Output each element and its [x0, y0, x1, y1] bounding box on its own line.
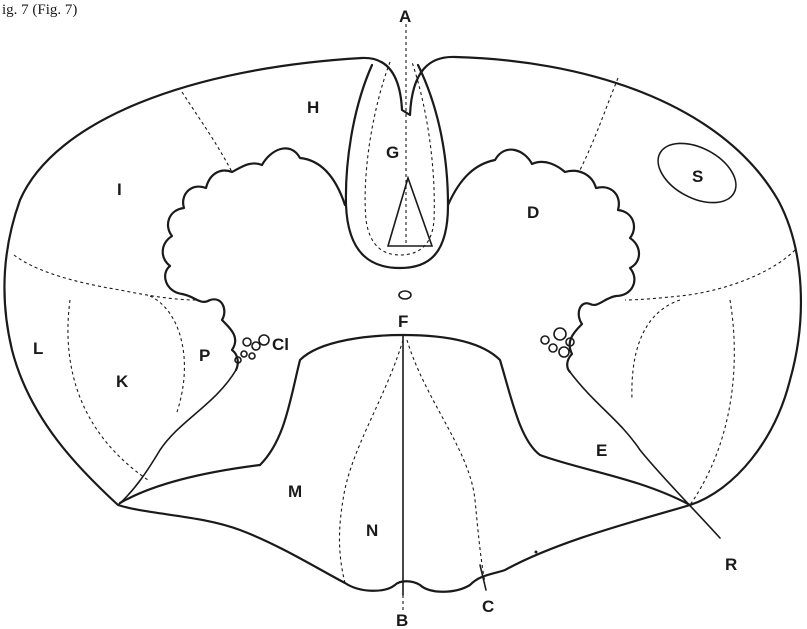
label-m: M	[288, 482, 302, 501]
lateral-curve-right	[570, 372, 720, 538]
clarke-cell-right-1	[541, 336, 549, 344]
anterior-column-border-right	[407, 340, 485, 583]
caption: ig. 7 (Fig. 7)	[2, 2, 77, 18]
label-a: A	[399, 7, 411, 26]
small-dot	[535, 551, 538, 554]
clarke-cell-3	[259, 335, 269, 345]
boundary-d-right	[580, 78, 618, 170]
boundary-h-i	[182, 92, 232, 172]
label-h: H	[307, 98, 319, 117]
lateral-curve-left	[118, 370, 236, 505]
label-s: S	[692, 167, 703, 186]
label-i: I	[117, 180, 122, 199]
clarke-cell-2	[252, 342, 260, 350]
label-p: P	[199, 346, 210, 365]
clarke-cell-1	[243, 338, 251, 346]
clarke-cell-right-4	[559, 347, 569, 357]
label-f: F	[398, 312, 408, 331]
boundary-i-l	[14, 255, 196, 300]
boundary-right-p	[632, 300, 680, 400]
boundary-right-k	[690, 300, 734, 505]
grey-matter-left	[163, 148, 345, 370]
grey-matter-right	[448, 150, 639, 372]
clarke-cell-5	[249, 353, 255, 359]
label-n: N	[366, 521, 378, 540]
label-g: G	[386, 143, 399, 162]
clarke-cell-right-2	[549, 344, 557, 352]
clarke-cell-4	[241, 351, 247, 357]
central-canal	[399, 291, 411, 299]
label-d: D	[527, 203, 539, 222]
label-e: E	[596, 441, 607, 460]
label-r: R	[725, 555, 737, 574]
boundary-l-k	[68, 300, 148, 480]
label-l: L	[33, 339, 43, 358]
clarke-cell-right-3	[554, 328, 566, 340]
boundary-k-p	[150, 296, 184, 415]
label-b: B	[396, 611, 408, 629]
label-c: C	[482, 597, 494, 616]
boundary-right-upper	[625, 250, 795, 300]
anterior-column-border-left	[339, 340, 403, 583]
dorsal-septum-outline	[346, 65, 448, 268]
label-k: K	[116, 372, 129, 391]
median-triangle	[388, 178, 432, 246]
label-cl: Cl	[272, 335, 289, 354]
